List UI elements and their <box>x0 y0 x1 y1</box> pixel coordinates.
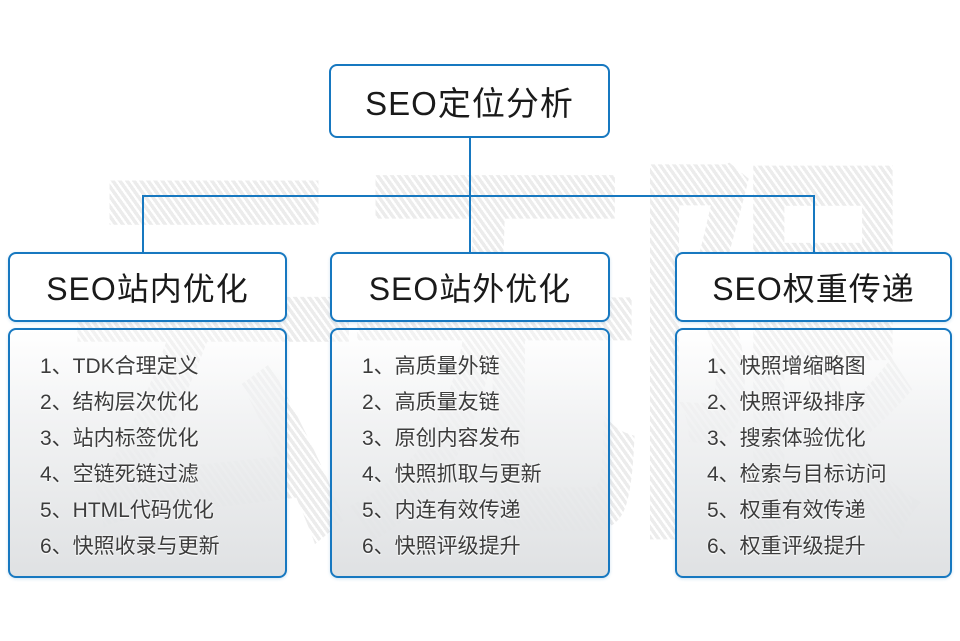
connector-left-vertical <box>142 195 144 253</box>
list-item: 2、高质量友链 <box>362 391 500 414</box>
list-item: 5、权重有效传递 <box>707 499 866 522</box>
list-item: 1、TDK合理定义 <box>40 355 199 378</box>
list-item: 6、权重评级提升 <box>707 535 866 558</box>
list-item: 2、结构层次优化 <box>40 391 199 414</box>
list-item: 3、原创内容发布 <box>362 427 521 450</box>
list-item: 6、快照收录与更新 <box>40 535 220 558</box>
list-box-offsite: 1、高质量外链 2、高质量友链 3、原创内容发布 4、快照抓取与更新 5、内连有… <box>330 328 610 578</box>
list-item: 3、站内标签优化 <box>40 427 199 450</box>
header-node-weight-transfer: SEO权重传递 <box>675 252 952 322</box>
header-node-onsite: SEO站内优化 <box>8 252 287 322</box>
list-item: 6、快照评级提升 <box>362 535 521 558</box>
connector-middle-vertical <box>469 195 471 253</box>
list-item: 1、快照增缩略图 <box>707 355 866 378</box>
list-item: 3、搜索体验优化 <box>707 427 866 450</box>
connector-horizontal-bar <box>142 195 815 197</box>
list-item: 5、内连有效传递 <box>362 499 521 522</box>
list-item: 4、检索与目标访问 <box>707 463 887 486</box>
header-node-offsite: SEO站外优化 <box>330 252 610 322</box>
list-item: 1、高质量外链 <box>362 355 500 378</box>
list-box-onsite: 1、TDK合理定义 2、结构层次优化 3、站内标签优化 4、空链死链过滤 5、H… <box>8 328 287 578</box>
connector-root-vertical <box>469 138 471 196</box>
root-node-seo-positioning: SEO定位分析 <box>329 64 610 138</box>
list-box-weight-transfer: 1、快照增缩略图 2、快照评级排序 3、搜索体验优化 4、检索与目标访问 5、权… <box>675 328 952 578</box>
list-item: 2、快照评级排序 <box>707 391 866 414</box>
list-item: 5、HTML代码优化 <box>40 499 214 522</box>
list-item: 4、空链死链过滤 <box>40 463 199 486</box>
list-item: 4、快照抓取与更新 <box>362 463 542 486</box>
connector-right-vertical <box>813 195 815 253</box>
